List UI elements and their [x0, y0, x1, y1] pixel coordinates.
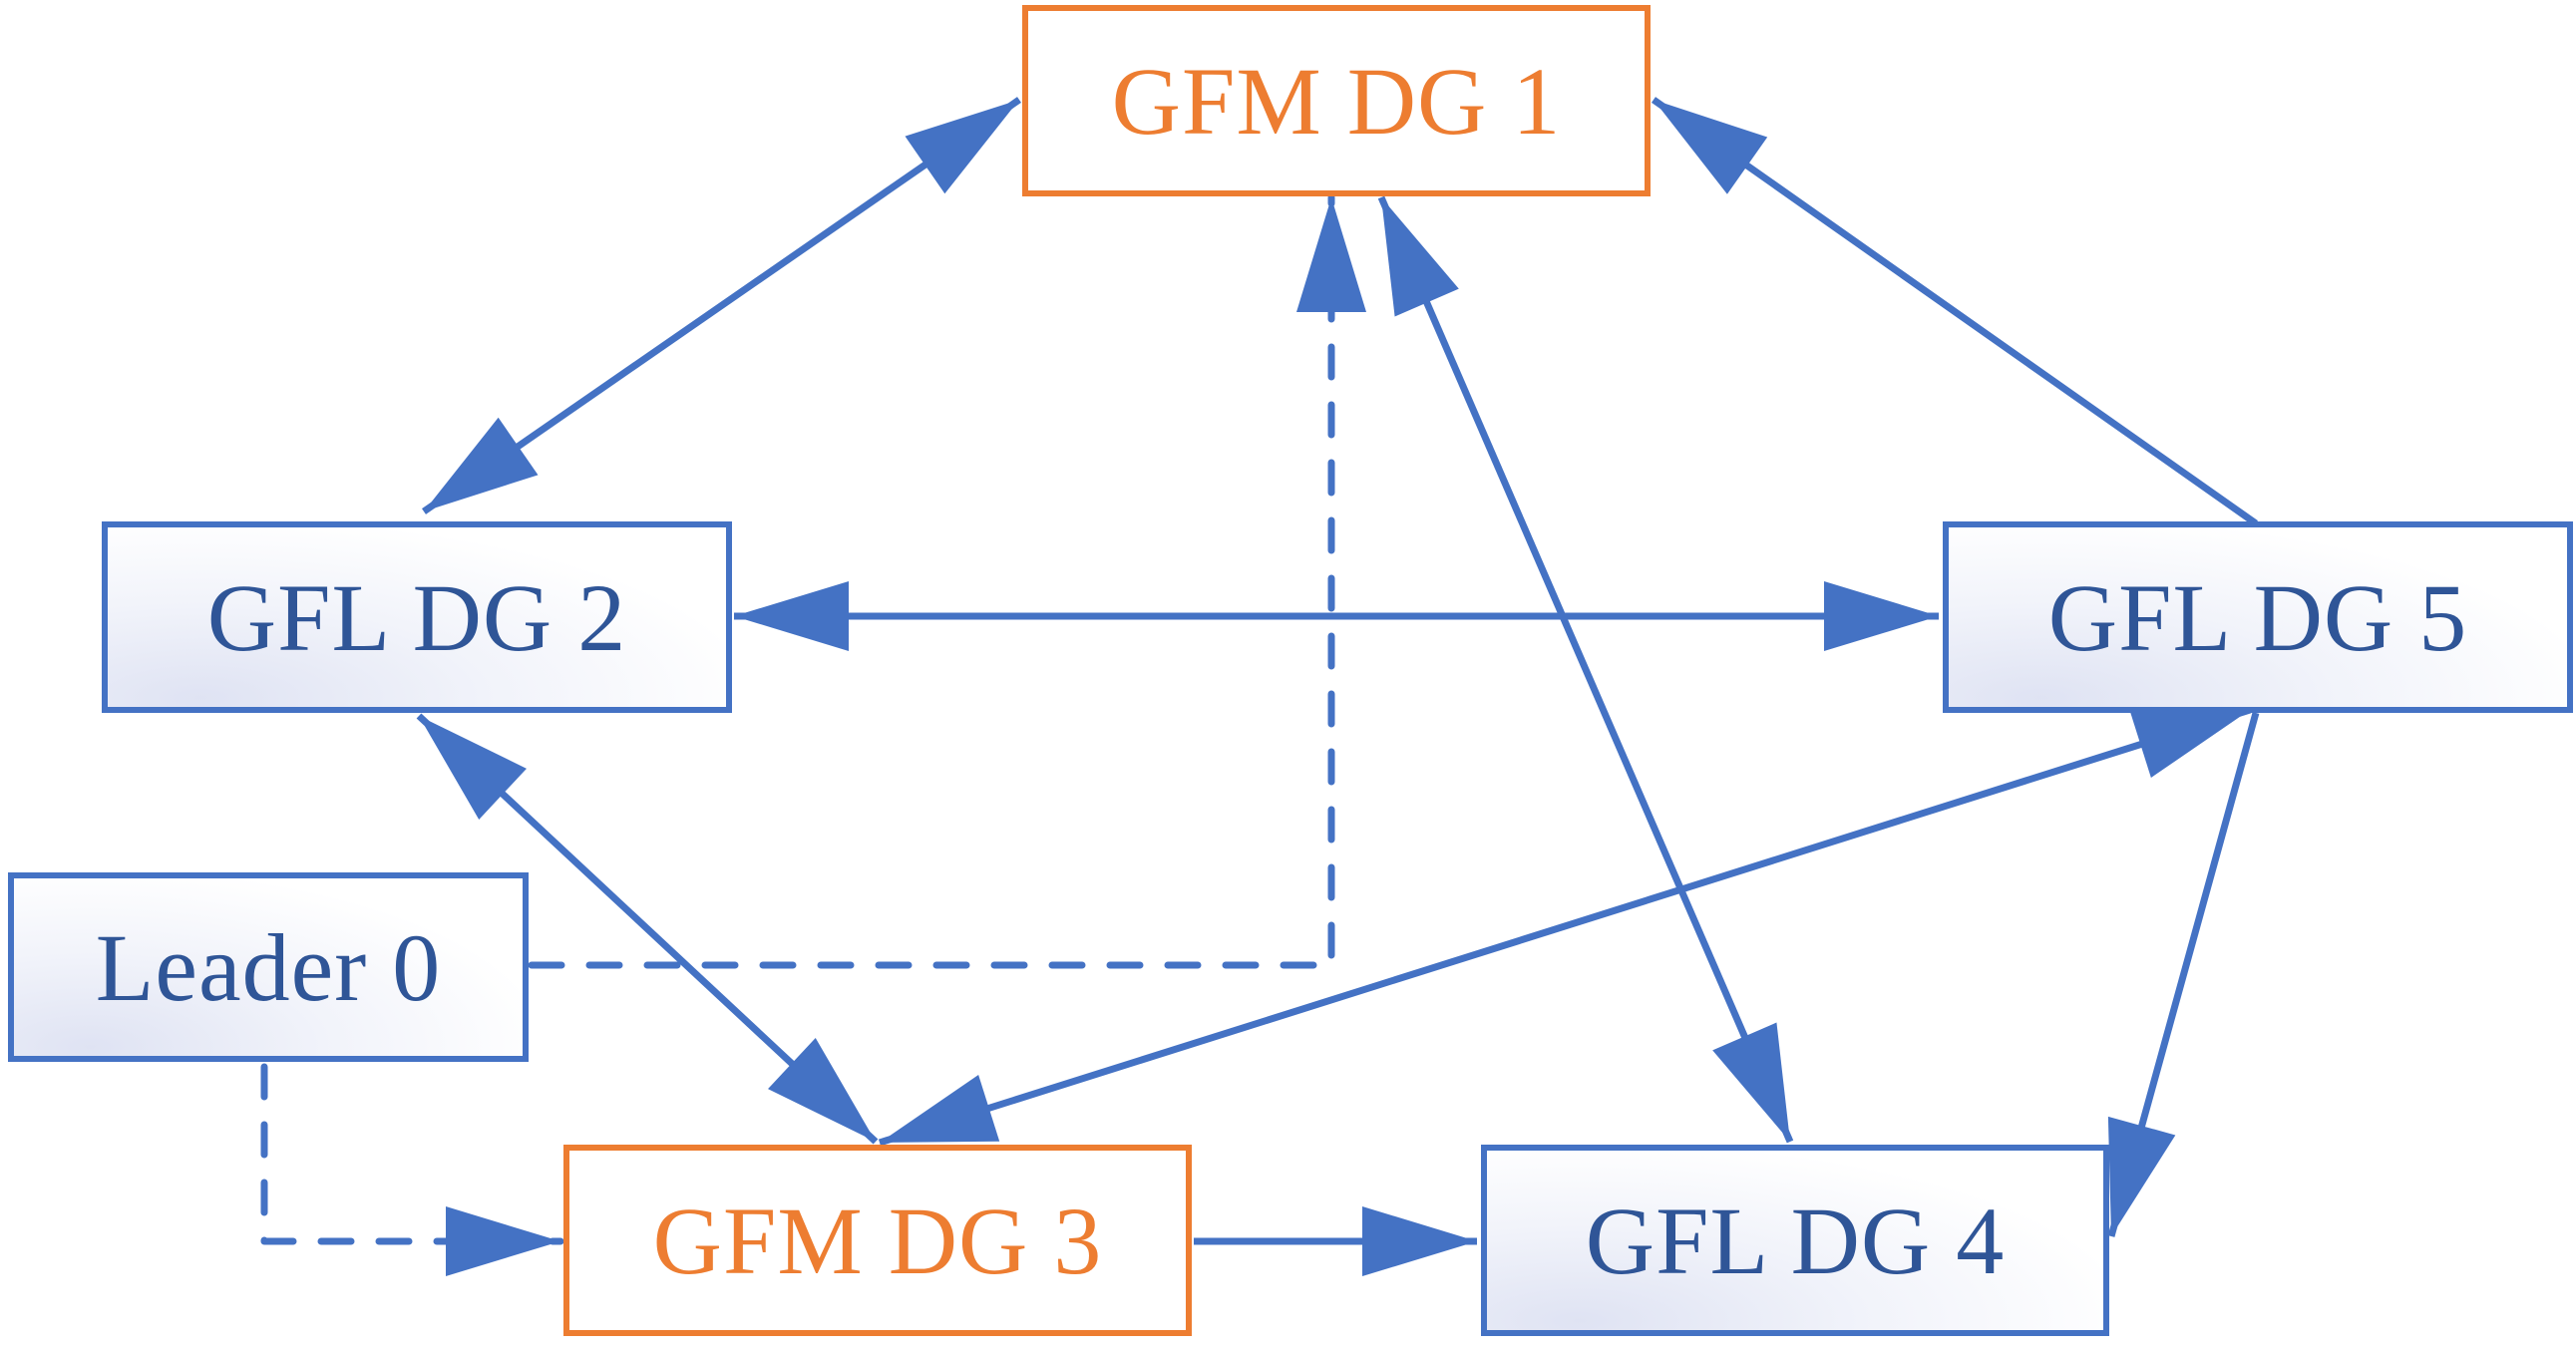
node-gfl-dg-2: GFL DG 2 [102, 521, 732, 713]
node-gfm-dg-3-label: GFM DG 3 [652, 1186, 1103, 1294]
node-gfl-dg-4-label: GFL DG 4 [1585, 1186, 2006, 1294]
edge-gfl2-gfl5-arrow-end [1824, 581, 1939, 651]
edge-gfm1-gfl4 [1377, 195, 1794, 1144]
node-gfm-dg-3: GFM DG 3 [563, 1145, 1192, 1336]
edge-gfl5-gfm1-arrow-end [1654, 100, 1768, 194]
node-gfl-dg-4: GFL DG 4 [1481, 1145, 2109, 1336]
node-gfl-dg-5: GFL DG 5 [1943, 521, 2573, 713]
node-gfl-dg-5-label: GFL DG 5 [2047, 563, 2468, 671]
edge-gfm3-gfl5-arrow-start [880, 1074, 1000, 1143]
edge-gfl2-gfl5-arrow-start [734, 581, 849, 651]
edge-leader-gfm1-arrow-end [1296, 197, 1366, 312]
edge-leader-gfm3-arrow-end [446, 1206, 560, 1276]
edge-gfm1-gfl4-arrow-end [1712, 1022, 1790, 1142]
edge-gfm3-gfl5-arrow-end [2129, 710, 2250, 779]
node-leader-0-label: Leader 0 [95, 913, 442, 1021]
node-gfm-dg-1: GFM DG 1 [1022, 5, 1651, 196]
edge-gfl2-gfm3-arrow-end [768, 1037, 876, 1142]
edge-gfm1-gfl2-arrow-start [905, 100, 1019, 194]
node-gfl-dg-2-label: GFL DG 2 [206, 563, 627, 671]
edge-leader-gfm3 [260, 1063, 564, 1245]
edge-gfl2-gfm3-arrow-start [419, 716, 527, 821]
edge-gfm3-gfl5 [878, 706, 2252, 1147]
edge-gfm1-gfl2 [422, 97, 1021, 514]
node-gfm-dg-1-label: GFM DG 1 [1111, 47, 1562, 155]
edge-gfm1-gfl2-arrow-end [424, 417, 539, 511]
edge-gfl5-gfm1 [1651, 97, 2259, 526]
edge-group [260, 97, 2260, 1276]
edge-gfm1-gfl4-arrow-start [1381, 197, 1459, 317]
edge-gfm3-gfl4-arrow-end [1362, 1206, 1477, 1276]
edge-gfl5-gfl4-arrow-end [2107, 1116, 2176, 1236]
node-leader-0: Leader 0 [8, 872, 529, 1062]
